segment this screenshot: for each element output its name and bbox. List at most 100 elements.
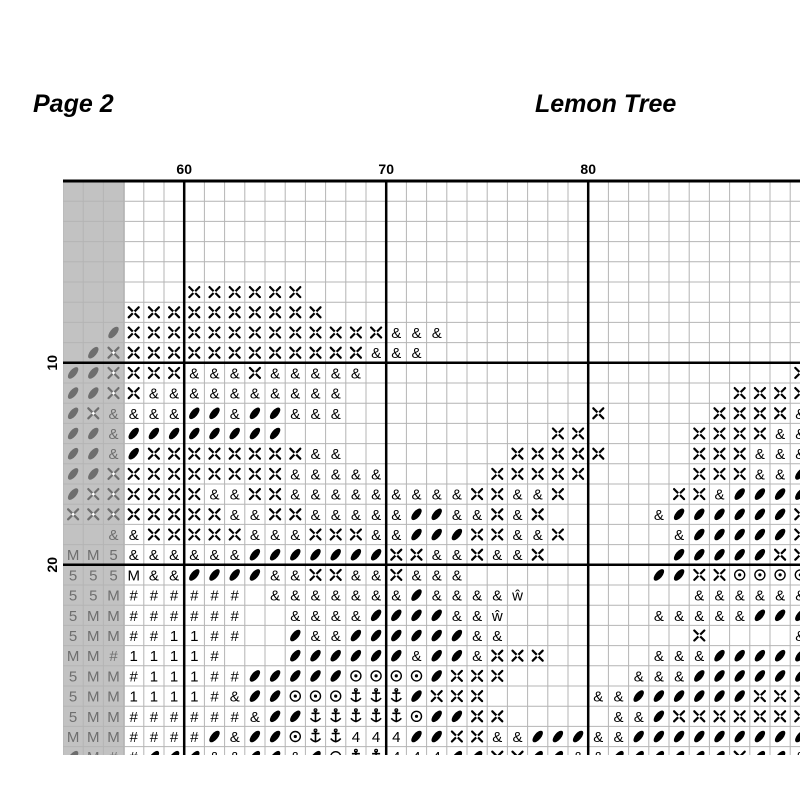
digit-five-symbol: 5: [69, 689, 77, 706]
filled-bean-symbol: [429, 648, 444, 664]
ampersand-symbol: &: [512, 527, 522, 544]
ampersand-symbol: &: [371, 507, 381, 524]
cross-symbol: [491, 750, 504, 755]
cross-symbol: [269, 346, 282, 359]
filled-bean-symbol: [449, 526, 465, 543]
ampersand-symbol: &: [694, 648, 704, 665]
m-symbol: M: [87, 608, 100, 625]
ampersand-symbol: &: [310, 446, 320, 463]
cross-symbol: [531, 548, 544, 561]
cross-symbol: [471, 488, 484, 501]
filled-bean-symbol: [409, 688, 424, 704]
filled-bean-symbol: [368, 627, 384, 644]
cross-symbol: [753, 689, 767, 703]
cross-symbol: [127, 326, 140, 339]
filled-bean-symbol: [772, 648, 788, 664]
cross-symbol: [127, 387, 140, 400]
m-symbol: M: [67, 547, 80, 564]
digit-four-symbol: 4: [372, 729, 380, 746]
ampersand-symbol: &: [795, 628, 800, 645]
filled-bean-symbol: [288, 547, 303, 563]
digit-four-symbol: 4: [352, 729, 360, 746]
cross-symbol: [531, 447, 544, 460]
filled-bean-symbol: [651, 708, 667, 724]
cross-symbol: [208, 286, 221, 299]
ampersand-symbol: &: [371, 487, 381, 504]
cross-symbol: [430, 689, 443, 703]
m-symbol: M: [87, 709, 100, 726]
ampersand-symbol: &: [310, 406, 320, 423]
filled-bean-symbol: [530, 749, 545, 755]
cross-symbol: [349, 528, 362, 541]
filled-bean-symbol: [692, 547, 707, 563]
w-hat-symbol: ŵ: [491, 608, 503, 625]
cross-symbol: [127, 467, 140, 480]
filled-bean-symbol: [247, 547, 263, 563]
cross-symbol: [188, 467, 201, 480]
circled-dot-symbol: [330, 751, 342, 755]
ampersand-symbol: &: [492, 547, 502, 564]
column-number: 70: [378, 161, 394, 177]
ampersand-symbol: &: [492, 729, 502, 746]
circled-dot-symbol: [410, 670, 423, 682]
filled-bean-symbol: [671, 728, 687, 745]
filled-bean-symbol: [187, 425, 202, 442]
cross-symbol: [390, 548, 403, 561]
hash-symbol: #: [231, 709, 240, 726]
cross-symbol: [733, 447, 746, 460]
hash-symbol: #: [190, 588, 199, 605]
ampersand-symbol: &: [654, 507, 664, 524]
ampersand-symbol: &: [209, 749, 219, 766]
ampersand-symbol: &: [230, 749, 240, 766]
filled-bean-symbol: [267, 728, 283, 745]
cross-symbol: [491, 649, 504, 662]
row-shade-band: [63, 181, 125, 755]
filled-bean-symbol: [429, 607, 444, 623]
filled-bean-symbol: [288, 648, 303, 664]
hash-symbol: #: [170, 608, 179, 625]
anchor-symbol: [370, 748, 382, 755]
ampersand-symbol: &: [371, 345, 381, 362]
ampersand-symbol: &: [795, 406, 800, 423]
filled-bean-symbol: [732, 728, 747, 745]
cross-symbol: [168, 508, 181, 521]
hash-symbol: #: [130, 729, 139, 746]
filled-bean-symbol: [611, 749, 626, 755]
ampersand-symbol: &: [209, 487, 219, 504]
cross-symbol: [248, 467, 261, 480]
cross-symbol: [329, 326, 342, 339]
digit-five-symbol: 5: [69, 567, 77, 584]
ampersand-symbol: &: [351, 608, 361, 625]
filled-bean-symbol: [712, 728, 727, 745]
cross-symbol: [753, 407, 767, 420]
digit-one-symbol: 1: [130, 648, 138, 665]
cross-symbol: [733, 467, 746, 480]
w-hat-symbol: ŵ: [511, 588, 523, 605]
filled-bean-symbol: [267, 405, 283, 421]
filled-bean-symbol: [570, 728, 586, 745]
m-symbol: M: [87, 628, 100, 645]
ampersand-symbol: &: [310, 507, 320, 524]
filled-bean-symbol: [429, 506, 444, 522]
cross-symbol: [168, 528, 181, 541]
ampersand-symbol: &: [714, 487, 724, 504]
ampersand-symbol: &: [108, 406, 118, 423]
filled-bean-symbol: [752, 668, 768, 684]
cross-symbol: [713, 447, 726, 460]
cross-symbol: [753, 710, 767, 723]
ampersand-symbol: &: [331, 628, 341, 645]
hash-symbol: #: [190, 709, 199, 726]
cross-symbol: [370, 326, 383, 339]
filled-bean-symbol: [772, 668, 788, 684]
filled-bean-symbol: [752, 728, 768, 745]
ampersand-symbol: &: [512, 729, 522, 746]
filled-bean-symbol: [631, 749, 646, 755]
filled-bean-symbol: [449, 749, 465, 755]
cross-symbol: [693, 427, 706, 440]
m-symbol: M: [87, 648, 100, 665]
filled-bean-symbol: [732, 648, 747, 664]
hash-symbol: #: [130, 749, 139, 766]
filled-bean-symbol: [712, 526, 727, 543]
filled-bean-symbol: [247, 688, 263, 704]
